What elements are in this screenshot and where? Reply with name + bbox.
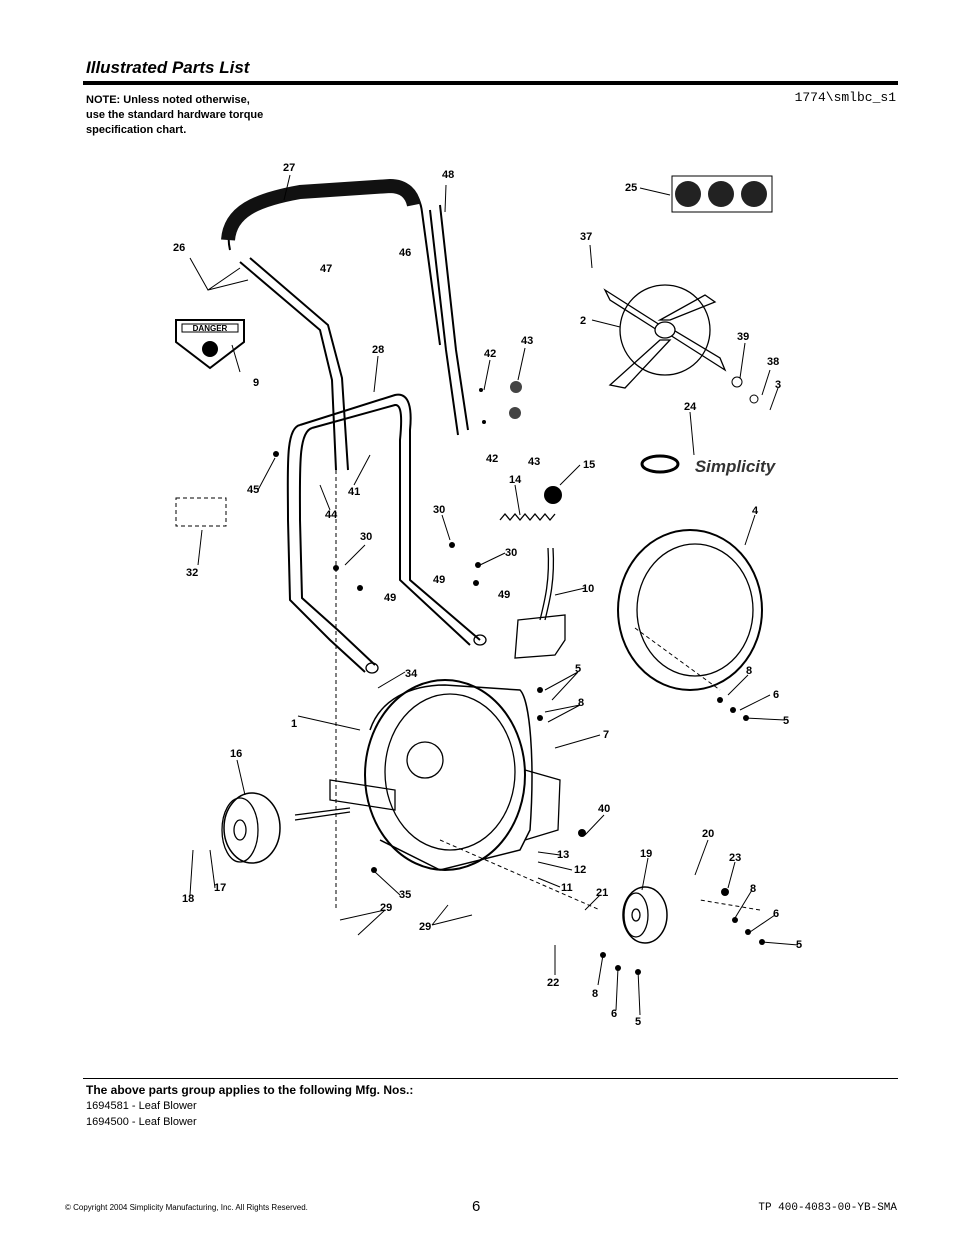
callout-5c: 5 xyxy=(796,939,802,951)
callout-27: 27 xyxy=(283,162,295,174)
note-line: use the standard hardware torque xyxy=(86,109,264,121)
callout-11: 11 xyxy=(561,882,573,894)
mfg-number: 1694581 - Leaf Blower xyxy=(86,1100,197,1112)
callout-4: 4 xyxy=(752,505,759,517)
callout-39: 39 xyxy=(737,331,749,343)
callout-8: 8 xyxy=(746,665,752,677)
danger-decal-text: DANGER xyxy=(193,324,228,333)
torque-note: NOTE: Unless noted otherwise, use the st… xyxy=(86,93,263,138)
callout-8b: 8 xyxy=(578,697,584,709)
callout-38: 38 xyxy=(767,356,779,368)
callout-49c: 49 xyxy=(498,589,510,601)
callout-49a: 49 xyxy=(384,592,396,604)
frame-assembly xyxy=(286,393,487,674)
spring xyxy=(499,512,556,522)
callout-12: 12 xyxy=(574,864,586,876)
callout-45: 45 xyxy=(247,484,259,496)
callout-6: 6 xyxy=(773,689,779,701)
callout-5d: 5 xyxy=(635,1016,641,1028)
copyright: © Copyright 2004 Simplicity Manufacturin… xyxy=(65,1203,308,1212)
leader-lines xyxy=(189,174,799,1016)
callout-21: 21 xyxy=(596,887,608,899)
callout-28: 28 xyxy=(372,344,384,356)
callout-46: 46 xyxy=(399,247,411,259)
callout-29b: 29 xyxy=(419,921,431,933)
callout-14: 14 xyxy=(509,474,522,486)
handle-assembly xyxy=(221,178,469,471)
callout-25: 25 xyxy=(625,182,637,194)
note-line: specification chart. xyxy=(86,124,187,136)
callout-18: 18 xyxy=(182,893,194,905)
impeller xyxy=(603,284,727,389)
large-wheel xyxy=(221,792,351,864)
header-rule xyxy=(83,81,898,85)
callout-15: 15 xyxy=(583,459,595,471)
callout-40: 40 xyxy=(598,803,610,815)
callout-30b: 30 xyxy=(360,531,372,543)
callout-26: 26 xyxy=(173,242,185,254)
callout-30c: 30 xyxy=(505,547,517,559)
mfg-number: 1694500 - Leaf Blower xyxy=(86,1116,197,1128)
page-title: Illustrated Parts List xyxy=(86,58,250,77)
callout-16: 16 xyxy=(230,748,242,760)
callout-29a: 29 xyxy=(380,902,392,914)
callout-1: 1 xyxy=(291,718,297,730)
callout-30a: 30 xyxy=(433,504,445,516)
callout-6b: 6 xyxy=(773,908,779,920)
callout-6c: 6 xyxy=(611,1008,617,1020)
callout-8d: 8 xyxy=(592,988,598,1000)
callout-13: 13 xyxy=(557,849,569,861)
callout-41: 41 xyxy=(348,486,360,498)
ppe-decal xyxy=(671,175,773,213)
callout-23: 23 xyxy=(729,852,741,864)
callout-43a: 43 xyxy=(521,335,533,347)
callout-17: 17 xyxy=(214,882,226,894)
callout-37: 37 xyxy=(580,231,592,243)
outer-ring xyxy=(617,529,763,691)
applies-heading: The above parts group applies to the fol… xyxy=(86,1083,414,1097)
callout-43b: 43 xyxy=(528,456,540,468)
callout-49b: 49 xyxy=(433,574,445,586)
callout-7: 7 xyxy=(603,729,609,741)
callout-32: 32 xyxy=(186,567,198,579)
danger-decal: DANGER xyxy=(175,319,245,370)
note-line: NOTE: Unless noted otherwise, xyxy=(86,94,250,106)
document-code: TP 400-4083-00-YB-SMA xyxy=(758,1202,897,1214)
page-number: 6 xyxy=(472,1198,481,1215)
callout-42b: 42 xyxy=(486,453,498,465)
brand-decal: Simplicity xyxy=(640,454,777,476)
callout-3: 3 xyxy=(775,379,781,391)
small-wheel xyxy=(622,886,668,944)
brand-decal-text: Simplicity xyxy=(695,457,777,476)
callout-44: 44 xyxy=(325,509,338,521)
callout-22: 22 xyxy=(547,977,559,989)
callout-10: 10 xyxy=(582,583,594,595)
deflector xyxy=(514,547,566,659)
callout-2: 2 xyxy=(580,315,586,327)
callout-42a: 42 xyxy=(484,348,496,360)
blower-housing xyxy=(329,679,561,871)
callout-48: 48 xyxy=(442,169,454,181)
callout-5b: 5 xyxy=(783,715,789,727)
footer-rule xyxy=(83,1078,898,1079)
callout-47: 47 xyxy=(320,263,332,275)
callout-24: 24 xyxy=(684,401,697,413)
callout-20: 20 xyxy=(702,828,714,840)
callout-19: 19 xyxy=(640,848,652,860)
callout-35: 35 xyxy=(399,889,411,901)
callout-5: 5 xyxy=(575,663,581,675)
callout-9: 9 xyxy=(253,377,259,389)
drawing-id: 1774\smlbc_s1 xyxy=(794,90,896,105)
callout-34: 34 xyxy=(405,668,418,680)
callout-8c: 8 xyxy=(750,883,756,895)
